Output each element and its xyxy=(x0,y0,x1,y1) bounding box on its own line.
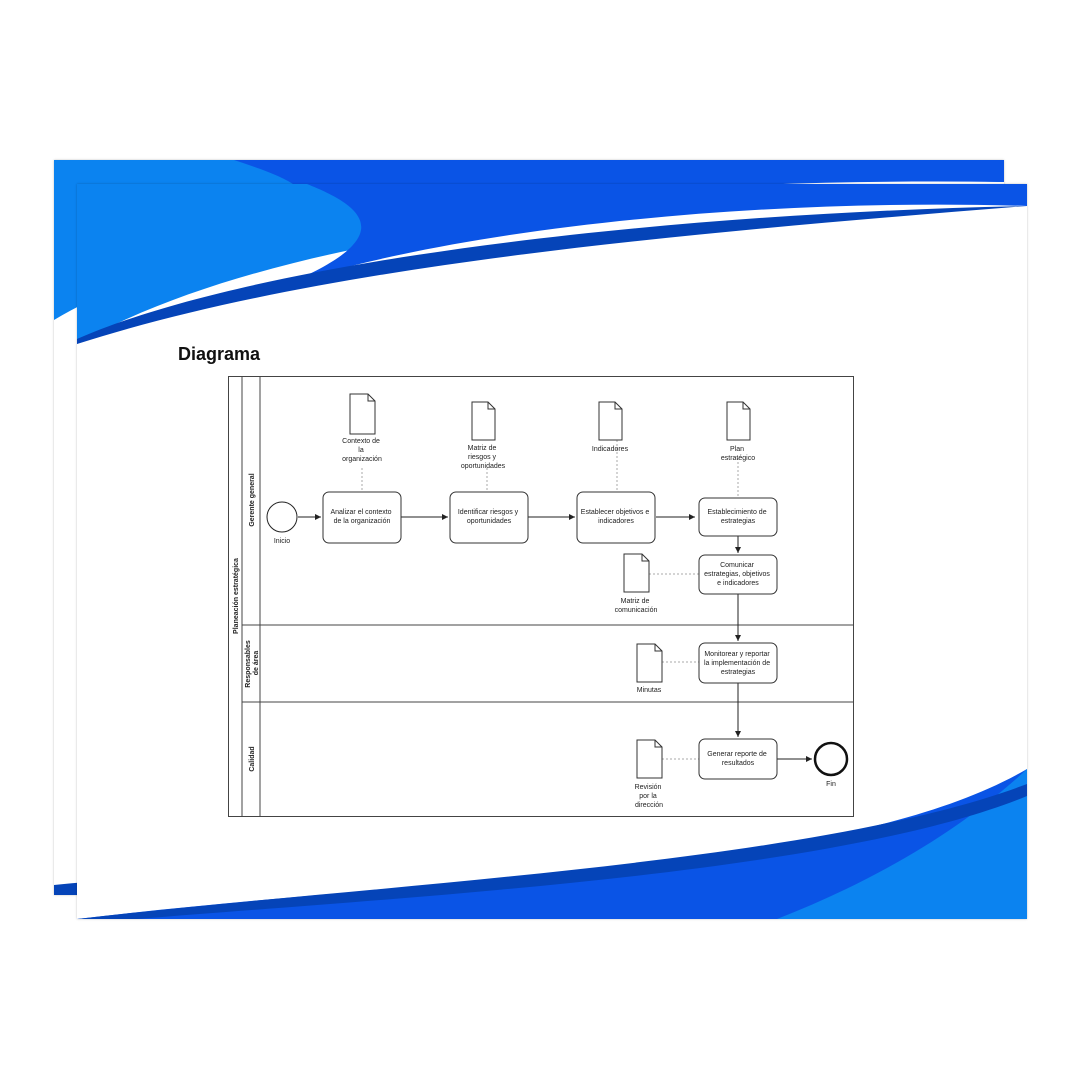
slide-title: Diagrama xyxy=(178,344,261,364)
document-contexto: Contexto de la organización xyxy=(342,393,382,463)
svg-text:Plan estratégico: Plan estratégico xyxy=(721,446,755,462)
lane-label-calidad: Calidad xyxy=(249,746,256,771)
pool-label: Planeación estratégica xyxy=(233,558,240,634)
slide: Diagrama Planeación estratégica Gerente … xyxy=(77,184,1027,919)
task-analizar: Analizar el contexto de la organización xyxy=(322,491,402,544)
document-label-line: dirección xyxy=(635,802,663,809)
document-label-line: Contexto de xyxy=(342,438,380,445)
document-plan: Plan estratégico xyxy=(721,401,755,462)
document-indicadores: Indicadores xyxy=(592,401,629,453)
task-label-line: estrategias, objetivos xyxy=(704,571,770,578)
end-event-label: Fin xyxy=(826,781,836,788)
document-icon xyxy=(636,643,663,683)
svg-text:Establecer objetivos e: Establecer objetivos e indicadores xyxy=(581,509,651,525)
task-label-line: Analizar el contexto xyxy=(330,509,391,516)
end-event xyxy=(813,741,849,777)
document-label-line: Plan xyxy=(730,446,744,453)
task-generar: Generar reporte de resultados xyxy=(698,738,778,780)
svg-text:Monitorear y reportar: Monitorear y reportar la implementación … xyxy=(704,651,772,676)
task-estrategias: Establecimiento de estrategias xyxy=(698,497,778,537)
task-monitorear: Monitorear y reportar la implementación … xyxy=(698,642,778,684)
start-event xyxy=(266,501,298,533)
document-label-line: Minutas xyxy=(637,687,662,694)
blue-wave-decoration xyxy=(77,184,1027,919)
document-label-line: por la xyxy=(639,793,657,800)
task-label-line: oportunidades xyxy=(467,518,512,525)
document-label-line: estratégico xyxy=(721,455,755,462)
document-label-line: Revisión xyxy=(635,784,662,791)
bpmn-diagram: Planeación estratégica Gerente general R… xyxy=(228,376,854,817)
task-label-line: resultados xyxy=(722,760,755,767)
document-icon xyxy=(623,553,650,593)
document-icon xyxy=(349,393,376,435)
task-label-line: Monitorear y reportar xyxy=(704,651,770,658)
task-label-line: Establecer objetivos e xyxy=(581,509,650,516)
document-minutas: Minutas xyxy=(636,643,663,694)
task-establecer: Establecer objetivos e indicadores xyxy=(576,491,656,544)
document-label-line: organización xyxy=(342,456,382,463)
svg-text:Comunicar estrategia: Comunicar estrategias, objetivos e indic… xyxy=(704,562,772,587)
document-icon xyxy=(636,739,663,779)
task-label-line: Identificar riesgos y xyxy=(458,509,519,516)
document-icon xyxy=(471,401,496,441)
document-label-line: oportunidades xyxy=(461,463,506,470)
task-comunicar: Comunicar estrategias, objetivos e indic… xyxy=(698,554,778,595)
task-label-line: Comunicar xyxy=(720,562,755,569)
document-label-line: comunicación xyxy=(615,607,658,614)
document-label-line: la xyxy=(358,447,364,454)
task-label-line: la implementación de xyxy=(704,660,770,667)
sequence-flows xyxy=(298,514,812,762)
svg-text:Contexto de la: Contexto de la organización xyxy=(342,438,382,463)
task-label-line: Establecimiento de xyxy=(707,509,766,516)
task-label-line: estrategias xyxy=(721,518,756,525)
document-icon xyxy=(726,401,751,441)
svg-text:Identificar riesgos y: Identificar riesgos y oportunidades xyxy=(458,509,520,525)
task-label-line: indicadores xyxy=(598,518,634,525)
document-revision: Revisión por la dirección xyxy=(635,739,664,809)
document-label-line: riesgos y xyxy=(468,454,497,461)
lane-label-line: de área xyxy=(253,651,260,676)
document-icon xyxy=(598,401,623,441)
task-identificar: Identificar riesgos y oportunidades xyxy=(449,491,529,544)
svg-text:Matriz de riesgos y: Matriz de riesgos y oportunidades xyxy=(461,445,506,470)
svg-text:Generar reporte de r: Generar reporte de resultados xyxy=(707,751,769,767)
document-label-line: Matriz de xyxy=(468,445,497,452)
svg-text:Revisión por la: Revisión por la dirección xyxy=(635,784,664,809)
document-label-line: Matriz de xyxy=(621,598,650,605)
lane-label-line: Responsables xyxy=(245,640,252,688)
task-label-line: Generar reporte de xyxy=(707,751,767,758)
task-label-line: e indicadores xyxy=(717,580,759,587)
lane-label-gerente: Gerente general xyxy=(249,473,256,526)
svg-text:Establecimiento de e: Establecimiento de estrategias xyxy=(707,509,768,525)
document-matriz-comunicacion: Matriz de comunicación xyxy=(615,553,658,614)
task-label-line: de la organización xyxy=(334,518,391,525)
document-matriz-riesgos: Matriz de riesgos y oportunidades xyxy=(461,401,506,470)
svg-text:Matriz de comunicaci: Matriz de comunicación xyxy=(615,598,658,614)
task-label-line: estrategias xyxy=(721,669,756,676)
lane-label-responsables: Responsables de área xyxy=(245,638,260,687)
process-diagram: Planeación estratégica Gerente general R… xyxy=(228,376,854,817)
association-lines xyxy=(361,440,739,760)
start-event-label: Inicio xyxy=(274,538,290,545)
document-label-line: Indicadores xyxy=(592,446,629,453)
svg-text:Analizar el contexto: Analizar el contexto de la organización xyxy=(330,509,393,525)
